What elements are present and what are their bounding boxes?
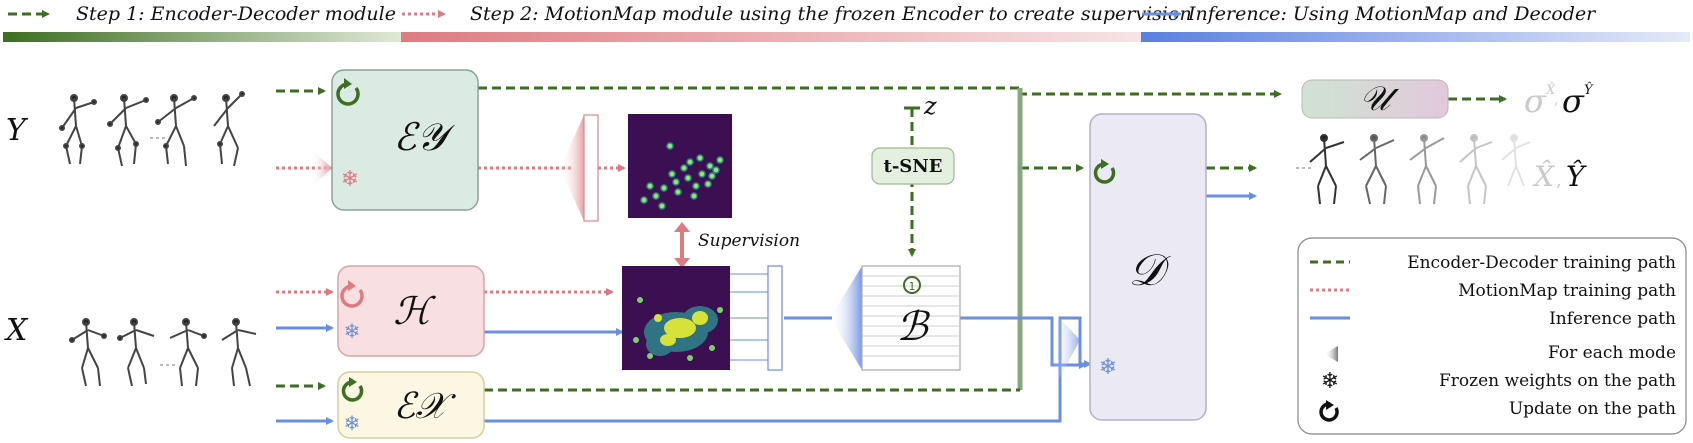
mode-projection-ey (560, 114, 599, 222)
frozen-snowflake-icon: ❄ (341, 167, 359, 192)
predicted-pose-skeletons (1296, 134, 1531, 205)
tsne-block: t-SNE (871, 147, 955, 185)
legend-item-update: Update on the path (1509, 399, 1676, 419)
encoder-x-label: ℰ𝒳 (394, 386, 457, 427)
future-pose-skeletons (59, 91, 245, 167)
inference-color-bar (1141, 32, 1690, 42)
header-step1: Step 1: Encoder-Decoder module (76, 3, 396, 25)
sigma-y-symbol: σ (1562, 82, 1585, 120)
update-icon (1093, 159, 1116, 184)
tsne-label: t-SNE (884, 156, 943, 177)
motionmap-heatmap (622, 266, 730, 370)
encoder-x-block: ℰ𝒳 ❄ (337, 371, 485, 439)
mode-projection-motionmap (767, 265, 783, 371)
legend-item-encoder-decoder: Encoder-Decoder training path (1407, 253, 1676, 273)
frozen-snowflake-icon: ❄ (344, 319, 361, 343)
encoder-y-block: ℰ𝒴 ❄ (312, 69, 479, 211)
legend-item-motionmap: MotionMap training path (1458, 281, 1676, 301)
input-x-label: X (4, 313, 29, 348)
input-y-label: Y (6, 113, 29, 148)
legend-item-inference: Inference path (1549, 309, 1676, 329)
header-step2: Step 2: MotionMap module using the froze… (470, 3, 1192, 25)
step2-color-bar (401, 32, 1141, 42)
legend-item-for-each-mode: For each mode (1548, 343, 1676, 363)
tsne-scatter-heatmap (628, 114, 732, 218)
h-label: ℋ (393, 289, 436, 333)
update-icon (341, 377, 364, 402)
predicted-output-labels: X̂ , Ŷ (1532, 160, 1587, 193)
decoder-d-block: 𝒟 ❄ (1089, 113, 1207, 421)
uncertainty-u-block: 𝒰 (1301, 79, 1449, 119)
history-pose-skeletons (69, 318, 257, 387)
legend-item-frozen: Frozen weights on the path (1439, 371, 1676, 391)
step1-color-bar (3, 32, 401, 42)
encoder-y-label: ℰ𝒴 (394, 115, 456, 159)
update-icon (340, 280, 364, 308)
codebook-b-block: ℬ 1 (830, 265, 961, 371)
frozen-snowflake-icon: ❄ (344, 411, 361, 435)
frozen-snowflake-icon: ❄ (1321, 369, 1339, 394)
sigma-x-superscript: X̂ (1545, 82, 1556, 98)
legend: Encoder-Decoder training path MotionMap … (1297, 237, 1687, 435)
motionmap-h-block: ℋ ❄ (337, 265, 485, 357)
sigma-x-symbol: σ (1524, 82, 1547, 120)
sigma-y-superscript: Ŷ (1584, 82, 1594, 98)
update-icon (1319, 400, 1339, 422)
frozen-snowflake-icon: ❄ (1099, 355, 1117, 380)
svg-text:1: 1 (909, 280, 916, 293)
update-icon: 1 (903, 276, 921, 294)
uncertainty-output: σ X̂ , σ Ŷ (1524, 82, 1594, 120)
header-inference: Inference: Using MotionMap and Decoder (1187, 3, 1597, 25)
header: Step 1: Encoder-Decoder module Step 2: M… (3, 3, 1690, 42)
supervision-label: Supervision (698, 231, 800, 251)
output-y-label: Ŷ (1566, 160, 1587, 193)
mode-projection-d (1052, 310, 1080, 392)
output-comma: , (1556, 170, 1562, 191)
latent-z-label: z (923, 92, 937, 120)
sigma-comma: , (1554, 92, 1558, 108)
b-label: ℬ (896, 304, 930, 350)
output-x-label: X̂ (1532, 160, 1555, 193)
for-each-mode-icon (1324, 346, 1338, 362)
update-icon (336, 78, 360, 106)
